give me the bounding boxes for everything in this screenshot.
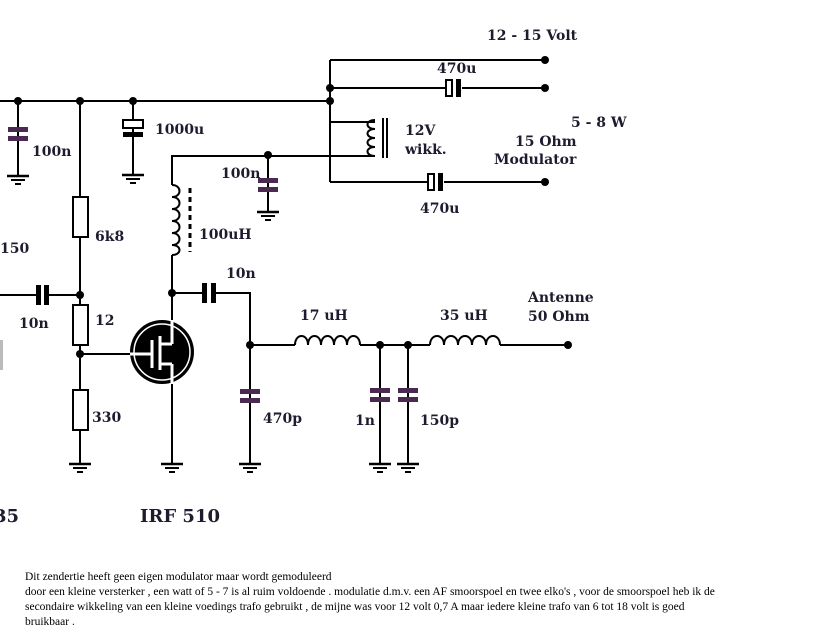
resistor-6k8 <box>72 196 89 238</box>
label-1000u: 1000u <box>155 122 204 138</box>
note-line: Dit zendertie heeft geen eigen modulator… <box>25 571 332 583</box>
resistor-12 <box>72 304 89 346</box>
label-irf510: IRF 510 <box>140 506 220 527</box>
capacitor-10n-output <box>202 283 216 303</box>
label-left-partial: 35 <box>0 506 19 527</box>
inductor-17uh <box>294 335 361 346</box>
label-antenne: Antenne <box>527 290 594 306</box>
label-17uh: 17 uH <box>300 308 348 324</box>
resistor-330 <box>72 389 89 431</box>
note-line: door een kleine versterker , een watt of… <box>25 586 715 598</box>
capacitor-470u-bottom <box>427 173 443 191</box>
label-1n: 1n <box>355 413 375 429</box>
label-power: 5 - 8 W <box>571 115 627 131</box>
capacitor-1000u <box>122 119 144 137</box>
label-470u-bottom: 470u <box>420 201 459 217</box>
label-150: 150 <box>0 241 29 257</box>
note-line: secondaire wikkeling van een kleine voed… <box>25 601 685 613</box>
label-10n-input: 10n <box>19 316 49 332</box>
label-100uh: 100uH <box>199 227 252 243</box>
label-10n-output: 10n <box>226 266 256 282</box>
wires <box>0 59 568 464</box>
label-modulator: Modulator <box>494 152 577 168</box>
description-text: Dit zendertie heeft geen eigen modulator… <box>25 570 835 630</box>
label-15-ohm: 15 Ohm <box>515 134 577 150</box>
label-12: 12 <box>95 313 114 329</box>
label-100n-left: 100n <box>32 144 71 160</box>
capacitor-470u-top <box>445 79 461 97</box>
inductor-35uh <box>429 335 501 346</box>
label-trafo-12v: 12V <box>405 123 436 139</box>
inductor-100uh <box>171 184 181 256</box>
junction-dots <box>14 56 572 358</box>
label-150p: 150p <box>420 413 459 429</box>
label-trafo-wikk: wikk. <box>404 142 447 158</box>
capacitor-10n-input <box>36 285 49 305</box>
label-6k8: 6k8 <box>95 229 124 245</box>
mosfet-irf510 <box>130 320 194 384</box>
label-50-ohm: 50 Ohm <box>528 309 590 325</box>
label-35uh: 35 uH <box>440 308 488 324</box>
label-330: 330 <box>92 410 121 426</box>
label-100n-right: 100n <box>221 166 260 182</box>
label-470u-top: 470u <box>437 61 476 77</box>
transformer-coil <box>366 118 388 158</box>
label-470p: 470p <box>263 411 302 427</box>
note-line: bruikbaar . <box>25 616 75 628</box>
label-supply: 12 - 15 Volt <box>487 28 578 44</box>
